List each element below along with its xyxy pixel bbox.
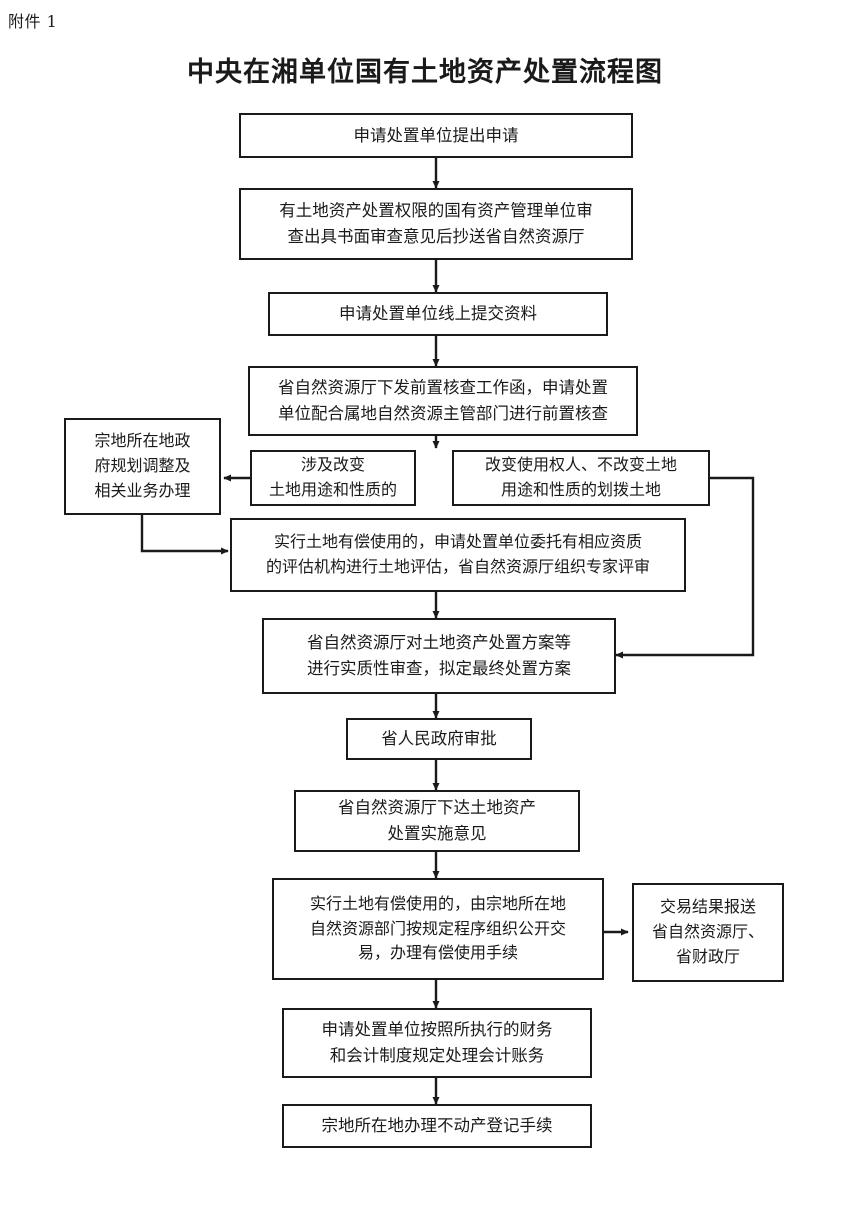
node-label: 宗地所在地政 府规划调整及 相关业务办理 [94,431,191,500]
node-online-materials[interactable]: 申请处置单位线上提交资料 [268,292,608,336]
node-substantive-review[interactable]: 省自然资源厅对土地资产处置方案等 进行实质性审查，拟定最终处置方案 [262,618,616,694]
node-label: 申请处置单位按照所执行的财务 和会计制度规定处理会计账务 [321,1020,553,1065]
node-label: 交易结果报送 省自然资源厅、 省财政厅 [651,897,764,966]
node-label: 省人民政府审批 [381,729,497,749]
node-label: 省自然资源厅下发前置核查工作函，申请处置 单位配合属地自然资源主管部门进行前置核… [278,378,608,423]
node-label: 改变使用权人、不改变土地 用途和性质的划拨土地 [484,455,677,499]
node-label: 实行土地有偿使用的，由宗地所在地 自然资源部门按规定程序组织公开交 易，办理有偿… [309,893,566,963]
node-change-holder-allocated-land[interactable]: 改变使用权人、不改变土地 用途和性质的划拨土地 [452,450,710,506]
node-label: 省自然资源厅对土地资产处置方案等 进行实质性审查，拟定最终处置方案 [307,633,571,678]
node-provincial-approval[interactable]: 省人民政府审批 [346,718,532,760]
node-report-transaction-result[interactable]: 交易结果报送 省自然资源厅、 省财政厅 [632,883,784,982]
node-label: 省自然资源厅下达土地资产 处置实施意见 [338,798,536,843]
node-label: 申请处置单位提出申请 [353,125,519,145]
attachment-label: 附件 1 [8,12,58,31]
node-label: 宗地所在地办理不动产登记手续 [321,1116,553,1136]
node-local-gov-planning[interactable]: 宗地所在地政 府规划调整及 相关业务办理 [64,418,221,515]
node-apply-submit[interactable]: 申请处置单位提出申请 [239,113,633,158]
node-public-transaction[interactable]: 实行土地有偿使用的，由宗地所在地 自然资源部门按规定程序组织公开交 易，办理有偿… [272,878,604,980]
node-accounting-treatment[interactable]: 申请处置单位按照所执行的财务 和会计制度规定处理会计账务 [282,1008,592,1078]
node-label: 涉及改变 土地用途和性质的 [268,455,397,499]
node-change-use-nature[interactable]: 涉及改变 土地用途和性质的 [250,450,416,506]
node-label: 申请处置单位线上提交资料 [339,304,537,324]
page-title: 中央在湘单位国有土地资产处置流程图 [187,57,663,88]
node-pre-verification[interactable]: 省自然资源厅下发前置核查工作函，申请处置 单位配合属地自然资源主管部门进行前置核… [248,366,638,436]
node-land-appraisal[interactable]: 实行土地有偿使用的，申请处置单位委托有相应资质 的评估机构进行土地评估，省自然资… [230,518,686,592]
node-label: 有土地资产处置权限的国有资产管理单位审 查出具书面审查意见后抄送省自然资源厅 [279,201,593,246]
node-issue-implementation-opinion[interactable]: 省自然资源厅下达土地资产 处置实施意见 [294,790,580,852]
node-property-registration[interactable]: 宗地所在地办理不动产登记手续 [282,1104,592,1148]
node-label: 实行土地有偿使用的，申请处置单位委托有相应资质 的评估机构进行土地评估，省自然资… [265,532,650,576]
node-state-asset-review[interactable]: 有土地资产处置权限的国有资产管理单位审 查出具书面审查意见后抄送省自然资源厅 [239,188,633,260]
